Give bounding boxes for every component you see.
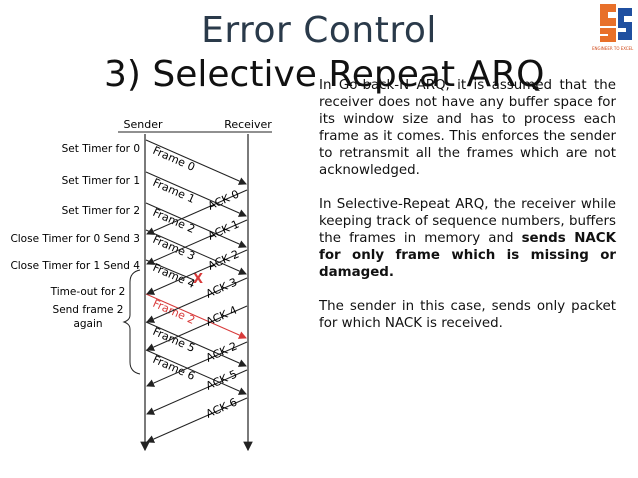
sender-note-3: Close Timer for 0 Send 3	[10, 233, 140, 245]
frame-2-retransmit-label: Frame 2	[151, 297, 197, 327]
ack-1-label: ACK 1	[206, 218, 241, 243]
ack-5-arrow	[146, 369, 248, 415]
description-paragraph-2-bold: sends NACK for only frame which is missi…	[319, 231, 616, 280]
frame-6-label: Frame 6	[151, 353, 197, 383]
company-logo-icon	[600, 4, 632, 42]
sender-note-1: Set Timer for 1	[62, 175, 140, 187]
description-paragraph-2: In Selective-Repeat ARQ, the receiver wh…	[319, 196, 616, 281]
frame-2-label: Frame 2	[151, 206, 197, 236]
slide-title: Error Control	[201, 10, 437, 51]
ack-3-arrow	[146, 277, 248, 323]
frame-4-label: Frame 4	[151, 261, 197, 291]
frame-1-arrow	[145, 171, 247, 217]
ack-2-label: ACK 2	[206, 248, 241, 273]
sender-note-4: Close Timer for 1 Send 4	[10, 260, 140, 272]
timeout-note-line-1: Time-out for 2	[50, 286, 126, 298]
selective-repeat-diagram: Sender Receiver Set Timer for 0 Set Time…	[10, 118, 272, 452]
ack-6-label: ACK 6	[204, 396, 239, 421]
ack-0-arrow	[146, 189, 248, 235]
description-text: In Go-back-N ARQ, it is assumed that the…	[319, 77, 616, 349]
frame-5-arrow	[145, 321, 247, 367]
frame-6-arrow	[145, 349, 247, 395]
slide-subtitle: 3) Selective Repeat ARQ	[104, 54, 545, 95]
frame-0-arrow	[145, 139, 247, 185]
logo-caption: ENGINEER TO EXCEL	[592, 46, 634, 51]
receiver-label: Receiver	[224, 118, 272, 131]
timeout-note-line-3: again	[73, 318, 102, 330]
frame-2-arrow	[145, 202, 247, 248]
frame-3-arrow	[145, 229, 247, 275]
ack-0-label: ACK 0	[206, 188, 241, 213]
ack-4-label: ACK 4	[204, 304, 239, 329]
lost-frame-marker: X	[193, 272, 203, 287]
ack-2-arrow	[146, 249, 248, 295]
sender-label: Sender	[124, 118, 163, 131]
timeout-brace	[122, 269, 141, 375]
description-paragraph-2-text: In Selective-Repeat ARQ, the receiver wh…	[319, 197, 616, 246]
timeout-note-line-2: Send frame 2	[53, 304, 124, 316]
ack-6-arrow	[146, 397, 248, 443]
sender-note-0: Set Timer for 0	[62, 143, 140, 155]
frame-1-label: Frame 1	[151, 176, 197, 206]
ack-4-arrow	[146, 305, 248, 351]
frame-0-label: Frame 0	[151, 144, 197, 174]
ack-1-arrow	[146, 219, 248, 265]
frame-2-retransmit-arrow	[145, 293, 247, 339]
ack-3-label: ACK 3	[204, 276, 239, 301]
frame-5-label: Frame 5	[151, 325, 197, 355]
description-paragraph-3: The sender in this case, sends only pack…	[319, 299, 616, 331]
sender-note-2: Set Timer for 2	[62, 205, 140, 217]
ack-2-resend-arrow	[146, 341, 248, 387]
description-paragraph-1: In Go-back-N ARQ, it is assumed that the…	[319, 78, 616, 178]
frame-3-label: Frame 3	[151, 233, 197, 263]
